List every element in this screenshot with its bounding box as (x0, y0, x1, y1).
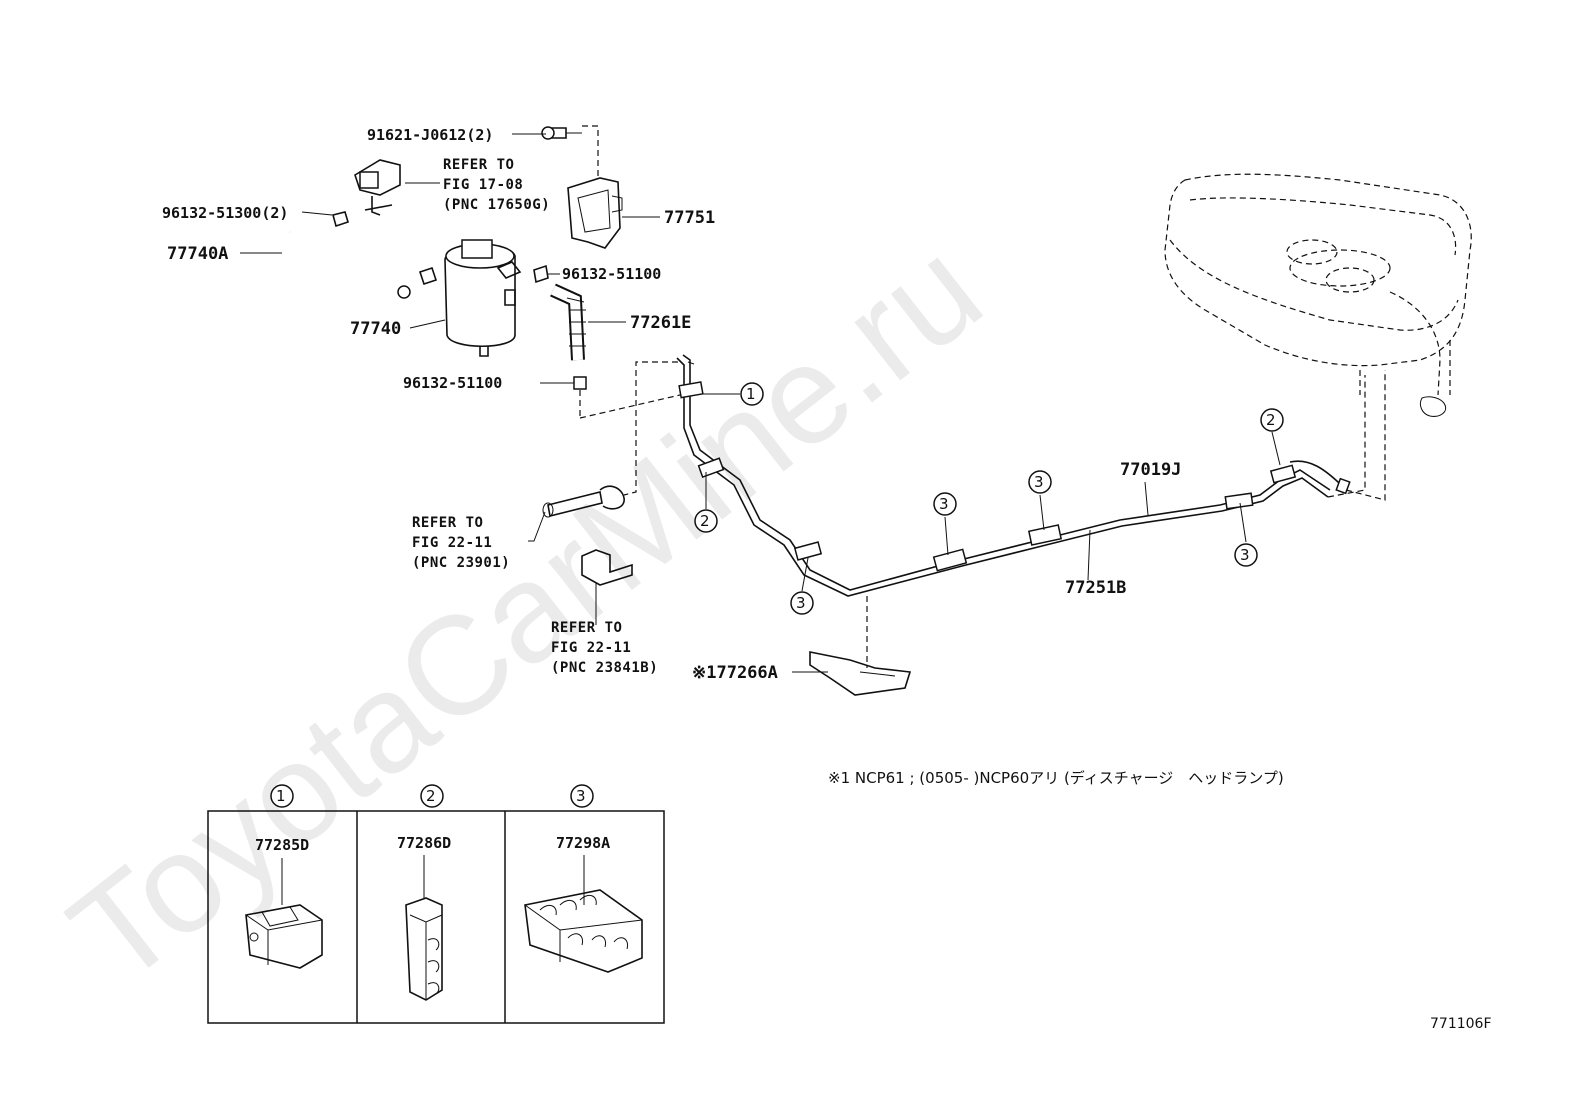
legend-marker-2: 2 (420, 784, 444, 808)
leader-line (1144, 481, 1149, 516)
fuel-tank-drawing (1164, 173, 1472, 417)
svg-text:2: 2 (426, 787, 436, 805)
dashed-guide (1327, 375, 1366, 498)
watermark: ToyotaCarMine.ru (42, 210, 1009, 1014)
leader-line (1087, 529, 1091, 581)
leader-line (944, 516, 949, 556)
leader-line (1239, 502, 1247, 543)
svg-text:REFER TO: REFER TO (412, 515, 483, 531)
dashed-guide (623, 361, 678, 496)
refer-fig-22-11-23841b: REFER TO FIG 22-11 (PNC 23841B) (551, 620, 658, 676)
legend-marker-1: 1 (270, 784, 294, 808)
clamp-77285d-drawing (245, 904, 323, 969)
canister-assembly (287, 125, 623, 418)
applicability-note: ※1 NCP61 ; (0505- )NCP60アリ (ディスチャージ ヘッドラ… (828, 769, 1284, 787)
label-bolt: 91621-J0612(2) (367, 126, 493, 144)
callout-marker: 2 (694, 509, 718, 533)
svg-text:FIG 22-11: FIG 22-11 (412, 535, 492, 551)
svg-text:FIG 22-11: FIG 22-11 (551, 640, 631, 656)
svg-text:2: 2 (700, 512, 710, 530)
svg-text:(PNC 23901): (PNC 23901) (412, 555, 510, 571)
svg-text:3: 3 (939, 495, 949, 513)
refer-fig-17-08: REFER TO FIG 17-08 (PNC 17650G) (443, 157, 550, 213)
label-clamp-96132-51100-b: 96132-51100 (403, 374, 502, 392)
legend-part-77298a: 77298A (556, 834, 610, 852)
callout-marker: 2 (1260, 408, 1284, 432)
diagram-id: 771106F (1430, 1016, 1492, 1032)
svg-text:3: 3 (1240, 546, 1250, 564)
label-protector-77266a: ※177266A (692, 663, 778, 683)
leader-line (409, 319, 446, 329)
clamp-77286d-drawing (405, 897, 443, 1001)
svg-text:FIG 17-08: FIG 17-08 (443, 177, 523, 193)
label-hose-77740a: 77740A (167, 244, 228, 264)
leader-line (801, 557, 809, 592)
callout-marker: 1 (740, 382, 764, 406)
leader-line (1271, 431, 1281, 466)
svg-text:1: 1 (276, 787, 286, 805)
dashed-guide (579, 394, 681, 419)
clamp-legend: 1 2 3 77285D 77286D 77298A (207, 784, 665, 1024)
label-tube-77251b: 77251B (1065, 578, 1126, 598)
refer-fig-22-11-23901: REFER TO FIG 22-11 (PNC 23901) (412, 515, 510, 571)
legend-marker-3: 3 (570, 784, 594, 808)
label-canister-77740: 77740 (350, 319, 401, 339)
dashed-guide (1345, 370, 1386, 501)
callout-marker: 3 (933, 492, 957, 516)
label-bracket-77751: 77751 (664, 208, 715, 228)
leader-line (528, 511, 546, 542)
callout-marker: 3 (790, 591, 814, 615)
svg-text:3: 3 (796, 594, 806, 612)
fuel-tube-route (542, 354, 1351, 696)
label-clamp-96132-51100-a: 96132-51100 (562, 265, 661, 283)
svg-text:3: 3 (1034, 473, 1044, 491)
legend-part-77286d: 77286D (397, 834, 451, 852)
svg-text:(PNC 23841B): (PNC 23841B) (551, 660, 658, 676)
svg-text:1: 1 (746, 385, 756, 403)
svg-text:(PNC 17650G): (PNC 17650G) (443, 197, 550, 213)
clamp-77298a-drawing (524, 889, 643, 973)
svg-text:REFER TO: REFER TO (551, 620, 622, 636)
leader-line (301, 211, 333, 216)
svg-text:3: 3 (576, 787, 586, 805)
label-tube-77019j: 77019J (1120, 460, 1181, 480)
leader-line (1039, 494, 1045, 531)
callout-marker: 3 (1234, 543, 1258, 567)
svg-text:2: 2 (1266, 411, 1276, 429)
label-hose-77261e: 77261E (630, 313, 691, 333)
label-clamp-96132-51300: 96132-51300(2) (162, 204, 288, 222)
svg-text:REFER TO: REFER TO (443, 157, 514, 173)
callout-marker: 3 (1028, 470, 1052, 494)
legend-part-77285d: 77285D (255, 836, 309, 854)
